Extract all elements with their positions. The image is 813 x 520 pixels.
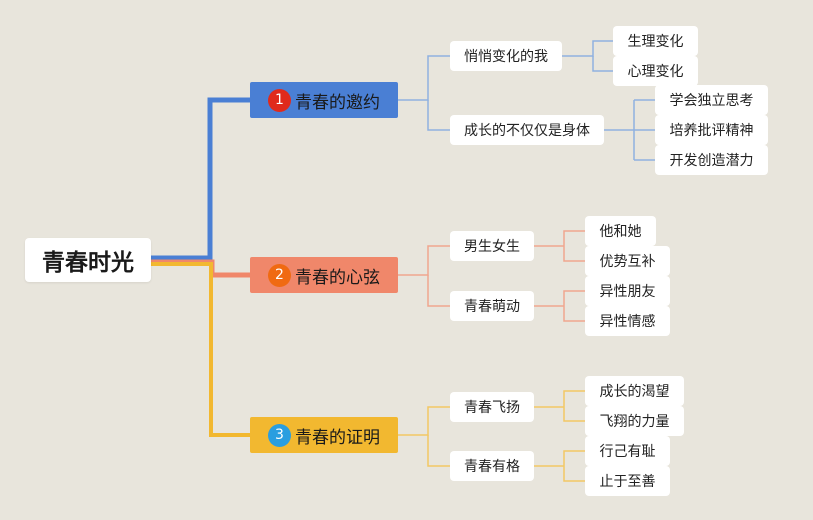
leaf-label: 成长的渴望 [599,384,670,400]
subtopic-label: 青春飞扬 [464,400,520,416]
branch-number-badge: 3 [268,423,291,447]
leaf-topic[interactable]: 开发创造潜力 [655,145,768,175]
leaf-topic[interactable]: 学会独立思考 [655,85,768,115]
leaf-label: 开发创造潜力 [669,153,754,169]
sub-connector [534,290,585,322]
subtopic-label: 青春萌动 [464,299,520,315]
leaf-topic[interactable]: 行己有耻 [585,436,670,466]
leaf-label: 优势互补 [599,254,656,270]
subtopic-label: 成长的不仅仅是身体 [464,123,590,139]
leaf-topic[interactable]: 飞翔的力量 [585,406,684,436]
leaf-label: 培养批评精神 [669,123,754,139]
sub-connector [592,56,613,72]
leaf-topic[interactable]: 优势互补 [585,246,670,276]
leaf-label: 生理变化 [627,34,684,50]
branch-3-topic[interactable]: 3 青春的证明 [250,417,398,453]
leaf-label: 心理变化 [627,64,684,80]
subtopic[interactable]: 青春飞扬 [450,392,534,422]
subtopic[interactable]: 青春萌动 [450,291,534,321]
subtopic[interactable]: 青春有格 [450,451,534,481]
root-connector-1 [151,97,250,261]
subtopic-label: 青春有格 [464,459,520,475]
branch-connector [427,435,450,467]
leaf-topic[interactable]: 成长的渴望 [585,376,684,406]
branch-connector [398,55,450,101]
sub-connector [534,390,585,422]
leaf-label: 异性朋友 [599,284,656,300]
leaf-label: 止于至善 [599,474,656,490]
branch-label: 青春的心弦 [295,267,380,288]
root-connector-3 [151,262,250,437]
leaf-label: 学会独立思考 [669,93,754,109]
root-topic[interactable]: 青春时光 [25,238,151,282]
leaf-label: 行己有耻 [599,444,656,460]
branch-connector [398,245,450,276]
branch-label: 青春的证明 [295,427,380,448]
leaf-label: 飞翔的力量 [599,414,670,430]
leaf-topic[interactable]: 异性情感 [585,306,670,336]
subtopic[interactable]: 悄悄变化的我 [450,41,562,71]
leaf-topic[interactable]: 培养批评精神 [655,115,768,145]
leaf-label: 他和她 [599,224,642,240]
sub-connector [534,450,585,482]
leaf-label: 异性情感 [599,314,656,330]
leaf-topic[interactable]: 止于至善 [585,466,670,496]
branch-label: 青春的邀约 [295,92,380,113]
sub-connector [534,230,585,262]
root-topic-label: 青春时光 [42,250,134,276]
branch-number-badge: 2 [268,263,291,287]
branch-connector [427,100,450,131]
sub-connector [634,99,655,161]
subtopic[interactable]: 男生女生 [450,231,534,261]
subtopic-label: 悄悄变化的我 [464,49,548,65]
subtopic-label: 男生女生 [464,239,520,255]
leaf-topic[interactable]: 心理变化 [613,56,698,86]
branch-1-topic[interactable]: 1 青春的邀约 [250,82,398,118]
branch-connector [427,275,450,307]
leaf-topic[interactable]: 他和她 [585,216,656,246]
branch-2-topic[interactable]: 2 青春的心弦 [250,257,398,293]
subtopic[interactable]: 成长的不仅仅是身体 [450,115,604,145]
branch-number-badge: 1 [268,88,291,112]
leaf-topic[interactable]: 生理变化 [613,26,698,56]
branch-connector [398,406,450,436]
leaf-topic[interactable]: 异性朋友 [585,276,670,306]
sub-connector [562,40,613,57]
